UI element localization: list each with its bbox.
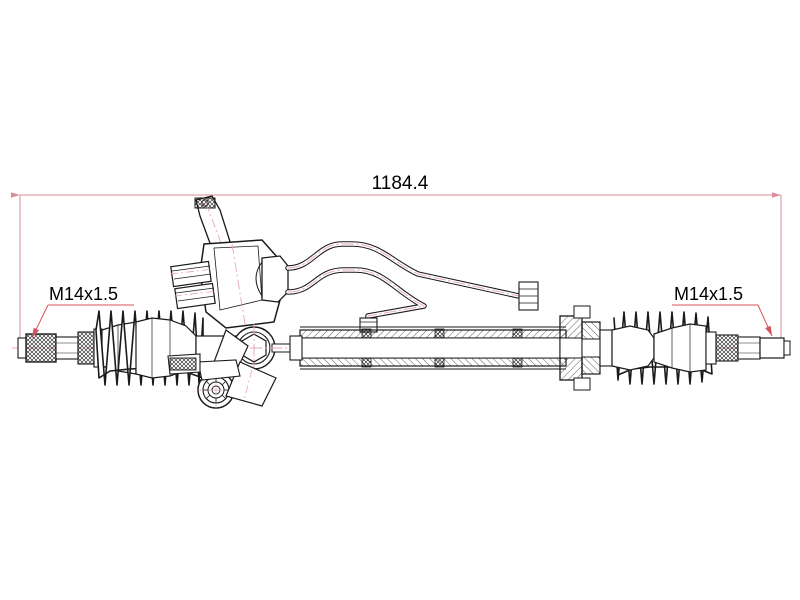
- tube-union-fitting-right: [518, 281, 539, 311]
- cylinder-right-end-cap: [559, 305, 613, 391]
- right-tie-rod-assembly: [611, 311, 791, 385]
- right-thread-annotation: M14x1.5: [672, 284, 773, 337]
- rack-cylinder-tube: [289, 326, 567, 370]
- valve-housing-assembly: [167, 195, 320, 409]
- cylinder-clamp-marks: [361, 328, 523, 368]
- left-thread-annotation: M14x1.5: [31, 284, 134, 339]
- overall-length-value: 1184.4: [372, 173, 429, 194]
- dimension-overall-length: 1184.4: [11, 173, 782, 350]
- housing-lower-bracket: [167, 353, 241, 381]
- hydraulic-tube-upper: [285, 241, 531, 301]
- left-bellows-boot: [95, 310, 204, 386]
- right-tie-rod-thread: [705, 331, 791, 365]
- left-thread-label: M14x1.5: [49, 284, 118, 304]
- right-thread-label: M14x1.5: [674, 284, 743, 304]
- hydraulic-tube-lower: [285, 267, 427, 331]
- pinion-input-shaft: [194, 195, 233, 255]
- hydraulic-port-fittings: [169, 260, 219, 310]
- left-tie-rod-assembly: [17, 310, 247, 386]
- left-tie-rod-thread: [17, 328, 103, 368]
- right-bellows-boot: [611, 311, 713, 385]
